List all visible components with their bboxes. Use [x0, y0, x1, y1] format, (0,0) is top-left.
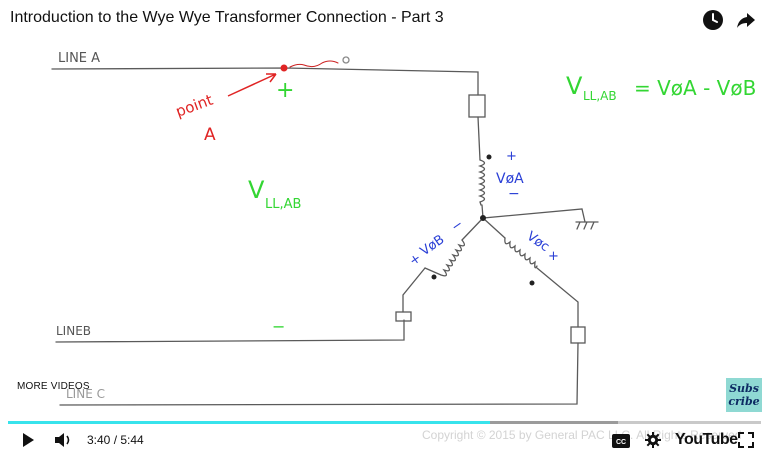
circuit-diagram: LINE A LINEB LINE C point A + − + VøA − … — [51, 51, 756, 406]
bushing-c — [570, 326, 586, 344]
coil-b — [424, 239, 466, 277]
fullscreen-icon[interactable] — [738, 432, 754, 448]
youtube-logo[interactable]: YouTube — [675, 431, 738, 448]
phase-a-voltage-label: VøA — [496, 171, 524, 187]
bushing-a — [468, 94, 486, 118]
line-a-label: LINE A — [58, 51, 100, 66]
equation-sub: LL,AB — [583, 89, 617, 103]
subscribe-text-1: Subs — [729, 382, 759, 395]
bushing-b — [395, 311, 412, 322]
copyright-text: Copyright © 2015 by General PAC LLC. All… — [422, 428, 742, 442]
svg-text:CC: CC — [616, 439, 626, 446]
polarity-dot-b — [431, 274, 437, 280]
settings-gear-icon[interactable] — [645, 432, 661, 448]
neutral-ground-wire — [481, 204, 586, 223]
phase-c-lower-lead — [536, 267, 579, 328]
time-display: 3:40 / 5:44 — [87, 433, 144, 447]
equation-rhs: = VøA - VøB — [634, 76, 756, 100]
line-a-wire — [51, 67, 479, 96]
line-b-label: LINEB — [56, 324, 91, 338]
coil-c — [504, 237, 538, 269]
phase-b-minus: − — [449, 217, 467, 236]
video-title[interactable]: Introduction to the Wye Wye Transformer … — [10, 9, 444, 26]
phase-c-plus: + — [548, 249, 559, 264]
coil-a — [477, 159, 486, 206]
point-label: point — [173, 91, 215, 121]
phase-a-plus: + — [506, 149, 517, 164]
play-icon[interactable] — [20, 432, 36, 448]
line-c-wire — [59, 342, 579, 406]
player-controls: 3:40 / 5:44 Copyright © 2015 by General … — [0, 426, 769, 454]
more-videos-button[interactable]: MORE VIDEOS — [17, 381, 90, 392]
ground-symbol — [575, 221, 599, 230]
point-a-arrow — [227, 73, 277, 97]
phase-b-lower-lead — [402, 267, 426, 313]
phase-a-minus: − — [508, 186, 520, 202]
neutral-junction — [480, 215, 486, 221]
progress-bar[interactable] — [8, 421, 761, 424]
share-arrow-icon[interactable] — [735, 9, 757, 31]
subscribe-watermark-button[interactable]: Subs cribe — [726, 378, 762, 412]
volume-icon[interactable] — [54, 432, 72, 448]
line-b-wire — [55, 319, 405, 343]
probe-tip — [342, 56, 350, 64]
point-label-a: A — [204, 125, 216, 145]
phase-b-upper-lead — [461, 217, 484, 241]
plus-sign: + — [276, 78, 294, 103]
vll-label-v: V — [248, 176, 265, 204]
phase-c-upper-lead — [482, 217, 506, 239]
polarity-dot-a — [486, 154, 492, 160]
wiring — [51, 56, 599, 406]
closed-captions-icon[interactable]: CC — [612, 434, 630, 448]
polarity-dot-c — [529, 280, 535, 286]
watch-later-clock-icon[interactable] — [702, 9, 724, 31]
line-c-label: LINE C — [66, 387, 105, 401]
phase-a-lead — [477, 116, 481, 161]
equation-v: V — [566, 72, 583, 100]
probe-lead — [289, 60, 339, 68]
vll-label-sub: LL,AB — [265, 197, 301, 212]
point-a-dot — [280, 64, 288, 72]
subscribe-text-2: cribe — [728, 395, 760, 408]
video-top-bar: Introduction to the Wye Wye Transformer … — [0, 0, 769, 40]
minus-sign: − — [272, 317, 285, 336]
phase-b-voltage-label: VøB — [418, 232, 448, 259]
progress-played — [8, 421, 490, 424]
